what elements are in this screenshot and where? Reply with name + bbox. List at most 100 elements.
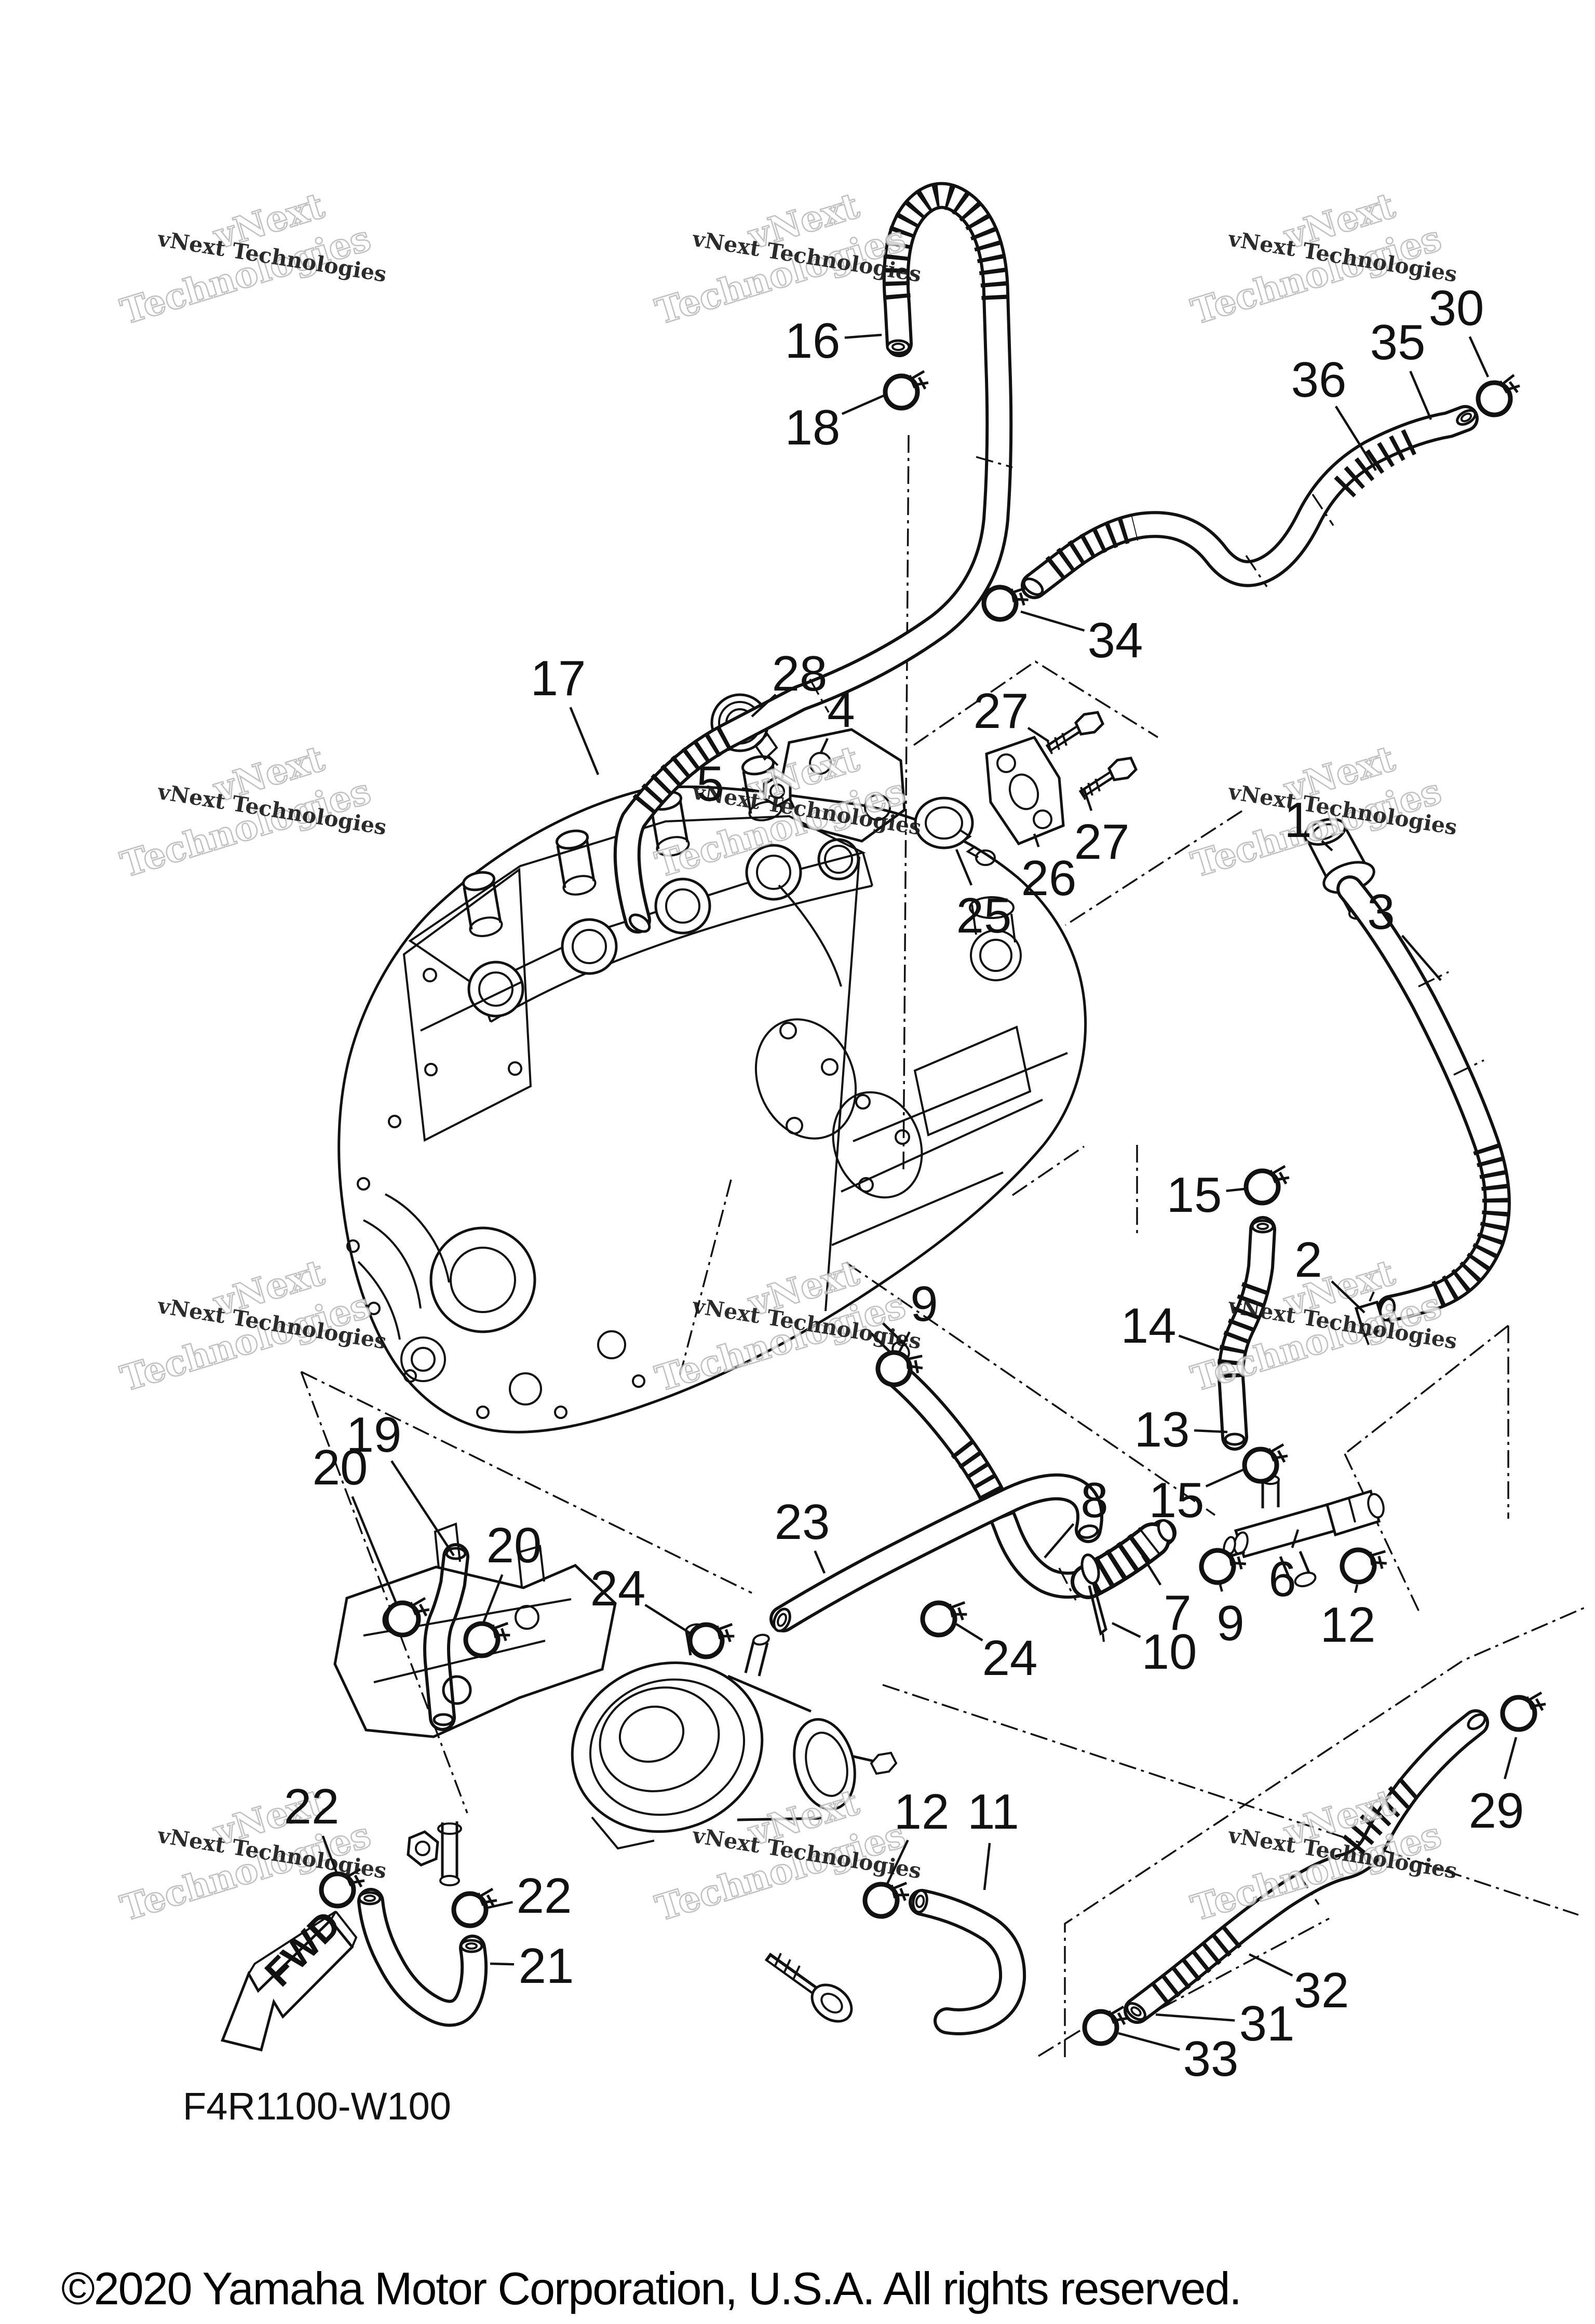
clamp-20b xyxy=(463,1616,512,1660)
callout-11: 11 xyxy=(967,1784,1019,1890)
fwd-arrow: FWD xyxy=(221,1902,358,2052)
copyright-line: ©2020 Yamaha Motor Corporation, U.S.A. A… xyxy=(61,2263,1241,2314)
part-number-26: 26 xyxy=(1021,850,1077,906)
nut-5 xyxy=(763,775,792,807)
part-number-14: 14 xyxy=(1121,1298,1177,1354)
callout-17: 17 xyxy=(531,651,600,775)
leader-line-11 xyxy=(983,1843,991,1890)
part-number-17: 17 xyxy=(531,651,586,706)
part-number-29: 29 xyxy=(1469,1783,1524,1839)
leader-line-17 xyxy=(569,707,600,775)
leader-line-24 xyxy=(955,1623,983,1642)
callout-7: 7 xyxy=(1141,1555,1192,1641)
leader-line-7 xyxy=(1141,1555,1162,1586)
callout-25: 25 xyxy=(955,849,1011,943)
part-number-34: 34 xyxy=(1088,613,1143,668)
clamp-15a xyxy=(1246,1166,1289,1203)
leader-line-8 xyxy=(1044,1523,1075,1559)
leader-line-29 xyxy=(1504,1737,1518,1779)
part-number-12: 12 xyxy=(1320,1597,1376,1653)
callout-29: 29 xyxy=(1469,1737,1524,1839)
diagram-code: F4R1100-W100 xyxy=(183,2085,451,2128)
callout-30: 30 xyxy=(1429,280,1490,377)
leader-line-6 xyxy=(1291,1529,1300,1548)
part-number-19: 19 xyxy=(346,1407,402,1463)
part-number-8: 8 xyxy=(1080,1472,1108,1528)
callout-27: 27 xyxy=(974,683,1050,742)
callout-12: 12 xyxy=(1320,1584,1376,1653)
callout-24: 24 xyxy=(590,1561,692,1634)
part-number-30: 30 xyxy=(1429,280,1484,336)
leader-line-20 xyxy=(481,1574,504,1625)
part-number-9: 9 xyxy=(910,1276,938,1332)
callout-33: 33 xyxy=(1118,2031,1238,2087)
callout-23: 23 xyxy=(775,1494,830,1574)
hose-35 xyxy=(1021,405,1479,599)
part-number-28: 28 xyxy=(772,646,828,701)
leader-line-12 xyxy=(885,1840,909,1885)
callout-12: 12 xyxy=(885,1784,949,1885)
leader-line-3 xyxy=(1401,935,1442,981)
leader-line-4 xyxy=(819,738,829,754)
loose-bolt xyxy=(764,1952,853,2023)
leader-line-24 xyxy=(644,1604,692,1634)
callout-14: 14 xyxy=(1121,1298,1220,1354)
part-number-23: 23 xyxy=(775,1494,830,1550)
leader-line-31 xyxy=(1155,2013,1235,2022)
part-number-7: 7 xyxy=(1164,1585,1191,1641)
callout-26: 26 xyxy=(1021,833,1077,906)
callout-36: 36 xyxy=(1291,352,1377,471)
callout-15: 15 xyxy=(1149,1468,1245,1528)
callout-3: 3 xyxy=(1367,884,1442,981)
hose-21 xyxy=(357,1888,488,2027)
callout-2: 2 xyxy=(1294,1232,1366,1314)
callout-22: 22 xyxy=(284,1779,339,1873)
leader-line-2 xyxy=(1331,1280,1366,1314)
clamp-33 xyxy=(1085,2007,1128,2044)
part-number-20: 20 xyxy=(313,1440,368,1495)
leader-line-30 xyxy=(1468,336,1490,377)
part-number-32: 32 xyxy=(1294,1963,1349,2018)
leader-line-9 xyxy=(1219,1584,1223,1592)
callout-8: 8 xyxy=(1044,1472,1109,1559)
callout-34: 34 xyxy=(1020,610,1143,668)
leader-line-20 xyxy=(351,1496,398,1605)
leader-line-27 xyxy=(1027,726,1050,742)
part-number-16: 16 xyxy=(785,313,841,369)
part-number-27: 27 xyxy=(974,683,1029,739)
leader-line-26 xyxy=(1033,833,1040,847)
leader-line-33 xyxy=(1118,2032,1180,2051)
leader-line-5 xyxy=(741,787,760,793)
clamp-20a xyxy=(386,1598,429,1635)
leader-line-28 xyxy=(751,694,777,718)
thermostat-25 xyxy=(914,796,974,849)
callout-9: 9 xyxy=(1216,1584,1245,1651)
callout-10: 10 xyxy=(1112,1622,1197,1680)
leader-line-15 xyxy=(1226,1187,1245,1192)
leader-line-10 xyxy=(1112,1622,1141,1638)
part-number-2: 2 xyxy=(1294,1232,1322,1288)
t-fitting-6 xyxy=(1223,1475,1385,1587)
hose-19 xyxy=(423,1543,469,1731)
leader-line-18 xyxy=(841,394,884,415)
hose-8-7 xyxy=(884,1361,1177,1642)
cable-tie-10 xyxy=(1080,1553,1107,1642)
callout-18: 18 xyxy=(785,394,884,455)
side-cover xyxy=(402,868,532,1142)
part-number-6: 6 xyxy=(1268,1551,1296,1607)
part-number-1: 1 xyxy=(1284,792,1312,848)
leader-line-34 xyxy=(1020,610,1085,632)
clamp-30 xyxy=(1476,374,1523,417)
callout-6: 6 xyxy=(1268,1529,1300,1607)
callout-9: 9 xyxy=(898,1276,938,1353)
hose-23 xyxy=(769,1473,1103,1632)
leader-line-9 xyxy=(898,1331,911,1353)
part-number-4: 4 xyxy=(827,682,855,738)
callout-27: 27 xyxy=(1074,789,1129,870)
